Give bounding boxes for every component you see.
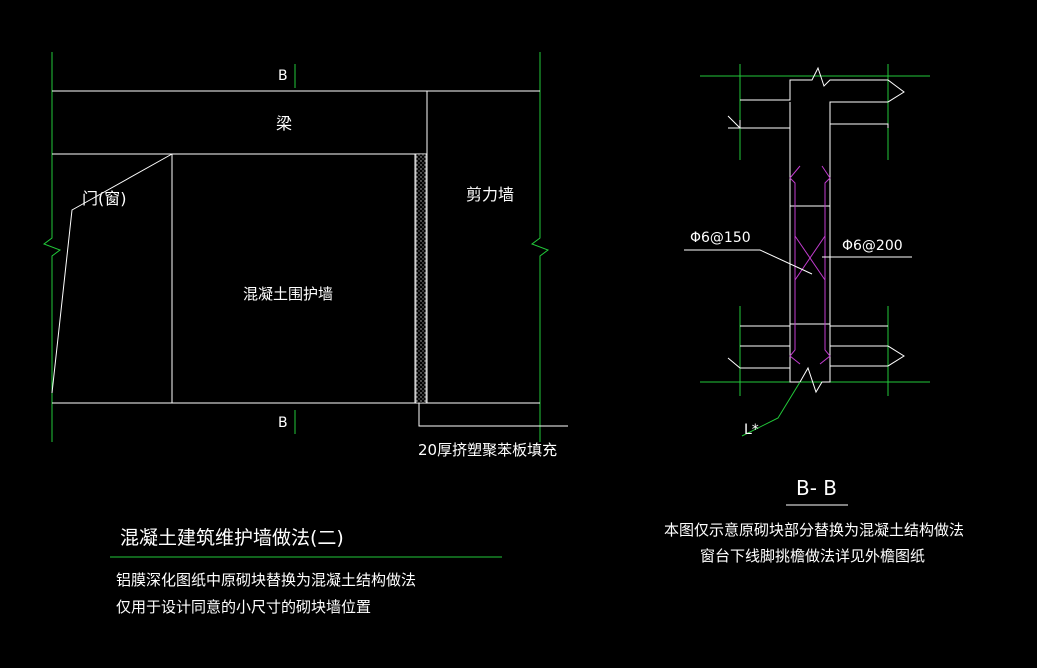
dim-label-top: B xyxy=(278,68,288,84)
title-note-1: 铝膜深化图纸中原砌块替换为混凝土结构做法 xyxy=(116,571,416,589)
beam-label: 梁 xyxy=(276,114,292,133)
drawing-title: 混凝土建筑维护墙做法(二) xyxy=(120,527,344,549)
door-label: 门(窗) xyxy=(82,189,127,208)
rebar-callout-left: Φ6@150 xyxy=(684,230,813,275)
concrete-wall-label: 混凝土围护墙 xyxy=(243,285,333,303)
rebar-left-label: Φ6@150 xyxy=(690,230,751,246)
concrete-enclosure-wall: 混凝土围护墙 xyxy=(243,153,427,404)
dim-label-bottom: B xyxy=(278,415,288,431)
section-note-2: 窗台下线脚挑檐做法详见外檐图纸 xyxy=(700,547,925,565)
section-note-1: 本图仅示意原砌块部分替换为混凝土结构做法 xyxy=(664,521,964,539)
title-block: 混凝土建筑维护墙做法(二) 铝膜深化图纸中原砌块替换为混凝土结构做法 仅用于设计… xyxy=(110,527,502,616)
xps-filler-strip xyxy=(415,153,427,404)
title-note-2: 仅用于设计同意的小尺寸的砌块墙位置 xyxy=(116,598,371,616)
wall-column xyxy=(789,124,831,370)
rebar-right-label: Φ6@200 xyxy=(842,238,903,254)
left-break-line xyxy=(42,52,62,442)
beam: 梁 xyxy=(52,90,540,403)
upper-slab-profile xyxy=(727,66,905,129)
section-label: B- B xyxy=(796,476,837,500)
right-break-line xyxy=(530,52,550,442)
rebar-cage xyxy=(789,165,831,365)
leader-l-star: L* xyxy=(741,381,801,438)
door-window-opening: 门(窗) xyxy=(51,153,173,403)
section-b-b-detail: Φ6@150 Φ6@200 L* B- B 本图仅示意原砌块部分替换为混凝土结构… xyxy=(664,64,964,565)
shear-wall-label: 剪力墙 xyxy=(466,185,514,204)
lower-slab-profile xyxy=(727,325,905,394)
rebar-callout-right: Φ6@200 xyxy=(822,238,912,258)
leader-label: L* xyxy=(744,422,759,438)
left-elevation-detail: B B 梁 门(窗) 混凝土围护墙 剪力墙 20厚挤塑聚苯板填充 xyxy=(42,52,568,459)
filler-leader: 20厚挤塑聚苯板填充 xyxy=(418,403,568,459)
filler-note: 20厚挤塑聚苯板填充 xyxy=(418,441,557,459)
